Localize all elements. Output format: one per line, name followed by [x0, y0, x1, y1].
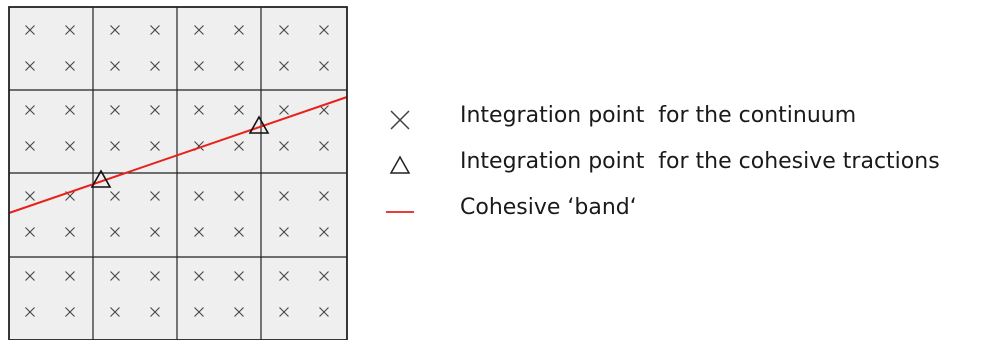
continuum-point-cross-icon — [279, 307, 289, 317]
continuum-point-cross-icon — [319, 227, 329, 237]
continuum-point-cross-icon — [25, 191, 35, 201]
continuum-point-cross-icon — [279, 61, 289, 71]
continuum-point-cross-icon — [150, 307, 160, 317]
cohesive-point-triangle-icon — [90, 169, 112, 188]
continuum-point-cross-icon — [65, 61, 75, 71]
continuum-point-cross-icon — [319, 191, 329, 201]
continuum-point-cross-icon — [194, 105, 204, 115]
legend-label-cohesive-tractions: Integration point for the cohesive tract… — [460, 149, 940, 174]
legend-label-continuum: Integration point for the continuum — [460, 103, 857, 128]
continuum-point-cross-icon — [25, 141, 35, 151]
legend-label-cohesive-band: Cohesive ‘band‘ — [460, 195, 637, 220]
continuum-point-cross-icon — [150, 271, 160, 281]
continuum-point-cross-icon — [150, 25, 160, 35]
continuum-point-cross-icon — [319, 307, 329, 317]
continuum-point-cross-icon — [279, 227, 289, 237]
mesh-border — [8, 6, 348, 340]
line-icon — [386, 211, 414, 213]
continuum-point-cross-icon — [110, 105, 120, 115]
mesh-diagram — [8, 6, 348, 340]
continuum-point-cross-icon — [110, 307, 120, 317]
continuum-point-cross-icon — [319, 271, 329, 281]
continuum-point-cross-icon — [279, 141, 289, 151]
continuum-point-cross-icon — [25, 307, 35, 317]
continuum-point-cross-icon — [319, 25, 329, 35]
continuum-point-cross-icon — [65, 25, 75, 35]
continuum-point-cross-icon — [194, 191, 204, 201]
legend-item-cohesive-tractions: Integration point for the cohesive tract… — [380, 142, 980, 188]
continuum-point-cross-icon — [65, 307, 75, 317]
continuum-point-cross-icon — [234, 105, 244, 115]
continuum-point-cross-icon — [234, 61, 244, 71]
cohesive-band-line — [8, 96, 348, 214]
continuum-point-cross-icon — [25, 271, 35, 281]
continuum-point-cross-icon — [319, 61, 329, 71]
continuum-point-cross-icon — [234, 191, 244, 201]
continuum-point-cross-icon — [110, 141, 120, 151]
cross-icon — [390, 110, 410, 130]
continuum-point-cross-icon — [25, 25, 35, 35]
continuum-point-cross-icon — [25, 61, 35, 71]
continuum-point-cross-icon — [279, 271, 289, 281]
continuum-point-cross-icon — [110, 61, 120, 71]
cohesive-points — [90, 115, 270, 188]
legend-item-continuum: Integration point for the continuum — [380, 96, 980, 142]
mesh-grid — [9, 7, 347, 340]
continuum-point-cross-icon — [234, 227, 244, 237]
continuum-point-cross-icon — [110, 191, 120, 201]
continuum-point-cross-icon — [25, 227, 35, 237]
continuum-point-cross-icon — [279, 191, 289, 201]
continuum-point-cross-icon — [150, 141, 160, 151]
continuum-point-cross-icon — [65, 141, 75, 151]
continuum-point-cross-icon — [319, 105, 329, 115]
legend-item-cohesive-band: Cohesive ‘band‘ — [380, 188, 980, 234]
continuum-point-cross-icon — [110, 227, 120, 237]
continuum-point-cross-icon — [194, 227, 204, 237]
continuum-point-cross-icon — [150, 61, 160, 71]
continuum-point-cross-icon — [150, 191, 160, 201]
continuum-point-cross-icon — [234, 307, 244, 317]
continuum-point-cross-icon — [65, 105, 75, 115]
continuum-point-cross-icon — [234, 271, 244, 281]
continuum-point-cross-icon — [65, 227, 75, 237]
continuum-point-cross-icon — [194, 61, 204, 71]
continuum-point-cross-icon — [110, 271, 120, 281]
continuum-point-cross-icon — [194, 271, 204, 281]
continuum-point-cross-icon — [194, 25, 204, 35]
continuum-point-cross-icon — [150, 227, 160, 237]
continuum-point-cross-icon — [25, 105, 35, 115]
continuum-point-cross-icon — [279, 25, 289, 35]
continuum-point-cross-icon — [234, 141, 244, 151]
continuum-point-cross-icon — [279, 105, 289, 115]
cohesive-point-triangle-icon — [248, 115, 270, 134]
continuum-point-cross-icon — [110, 25, 120, 35]
continuum-point-cross-icon — [65, 271, 75, 281]
triangle-icon — [389, 155, 411, 174]
continuum-point-cross-icon — [234, 25, 244, 35]
legend: Integration point for the continuum Inte… — [380, 96, 980, 234]
continuum-points — [25, 25, 329, 317]
continuum-point-cross-icon — [150, 105, 160, 115]
continuum-point-cross-icon — [194, 307, 204, 317]
continuum-point-cross-icon — [319, 141, 329, 151]
